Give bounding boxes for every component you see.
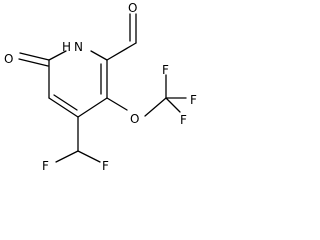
atom-f-chf2-left: F [42, 159, 49, 173]
bond-n-c6 [48, 50, 67, 61]
bond-n-c2 [90, 50, 108, 61]
bond-c6-o-a [19, 52, 50, 61]
atom-f-cf3-bottom: F [180, 113, 187, 127]
bond-c4-c5-inner [53, 94, 78, 111]
bond-c3-c4 [77, 97, 108, 118]
bond-c2-cho [106, 42, 137, 61]
bond-c6-o-b [18, 58, 49, 67]
molecule-structure: O N H O O F F F F F [4, 1, 197, 173]
atom-f-cf3-right: F [190, 93, 197, 107]
atom-o-ether: O [130, 112, 139, 126]
bond-chf2-f-left [55, 150, 79, 163]
atom-o-ketone: O [4, 52, 13, 66]
atom-h-ring: H [62, 40, 71, 54]
atom-f-cf3-top: F [162, 63, 169, 77]
bond-o-cf3 [144, 97, 167, 117]
bond-c4-c5 [48, 97, 79, 118]
bond-c3-o [106, 97, 128, 111]
bond-chf2-f-right [77, 150, 101, 163]
bond-cf3-f-bottom [165, 97, 181, 113]
atom-f-chf2-right: F [102, 159, 109, 173]
atom-o-aldehyde: O [128, 1, 137, 15]
atom-n-ring: N [74, 40, 83, 54]
